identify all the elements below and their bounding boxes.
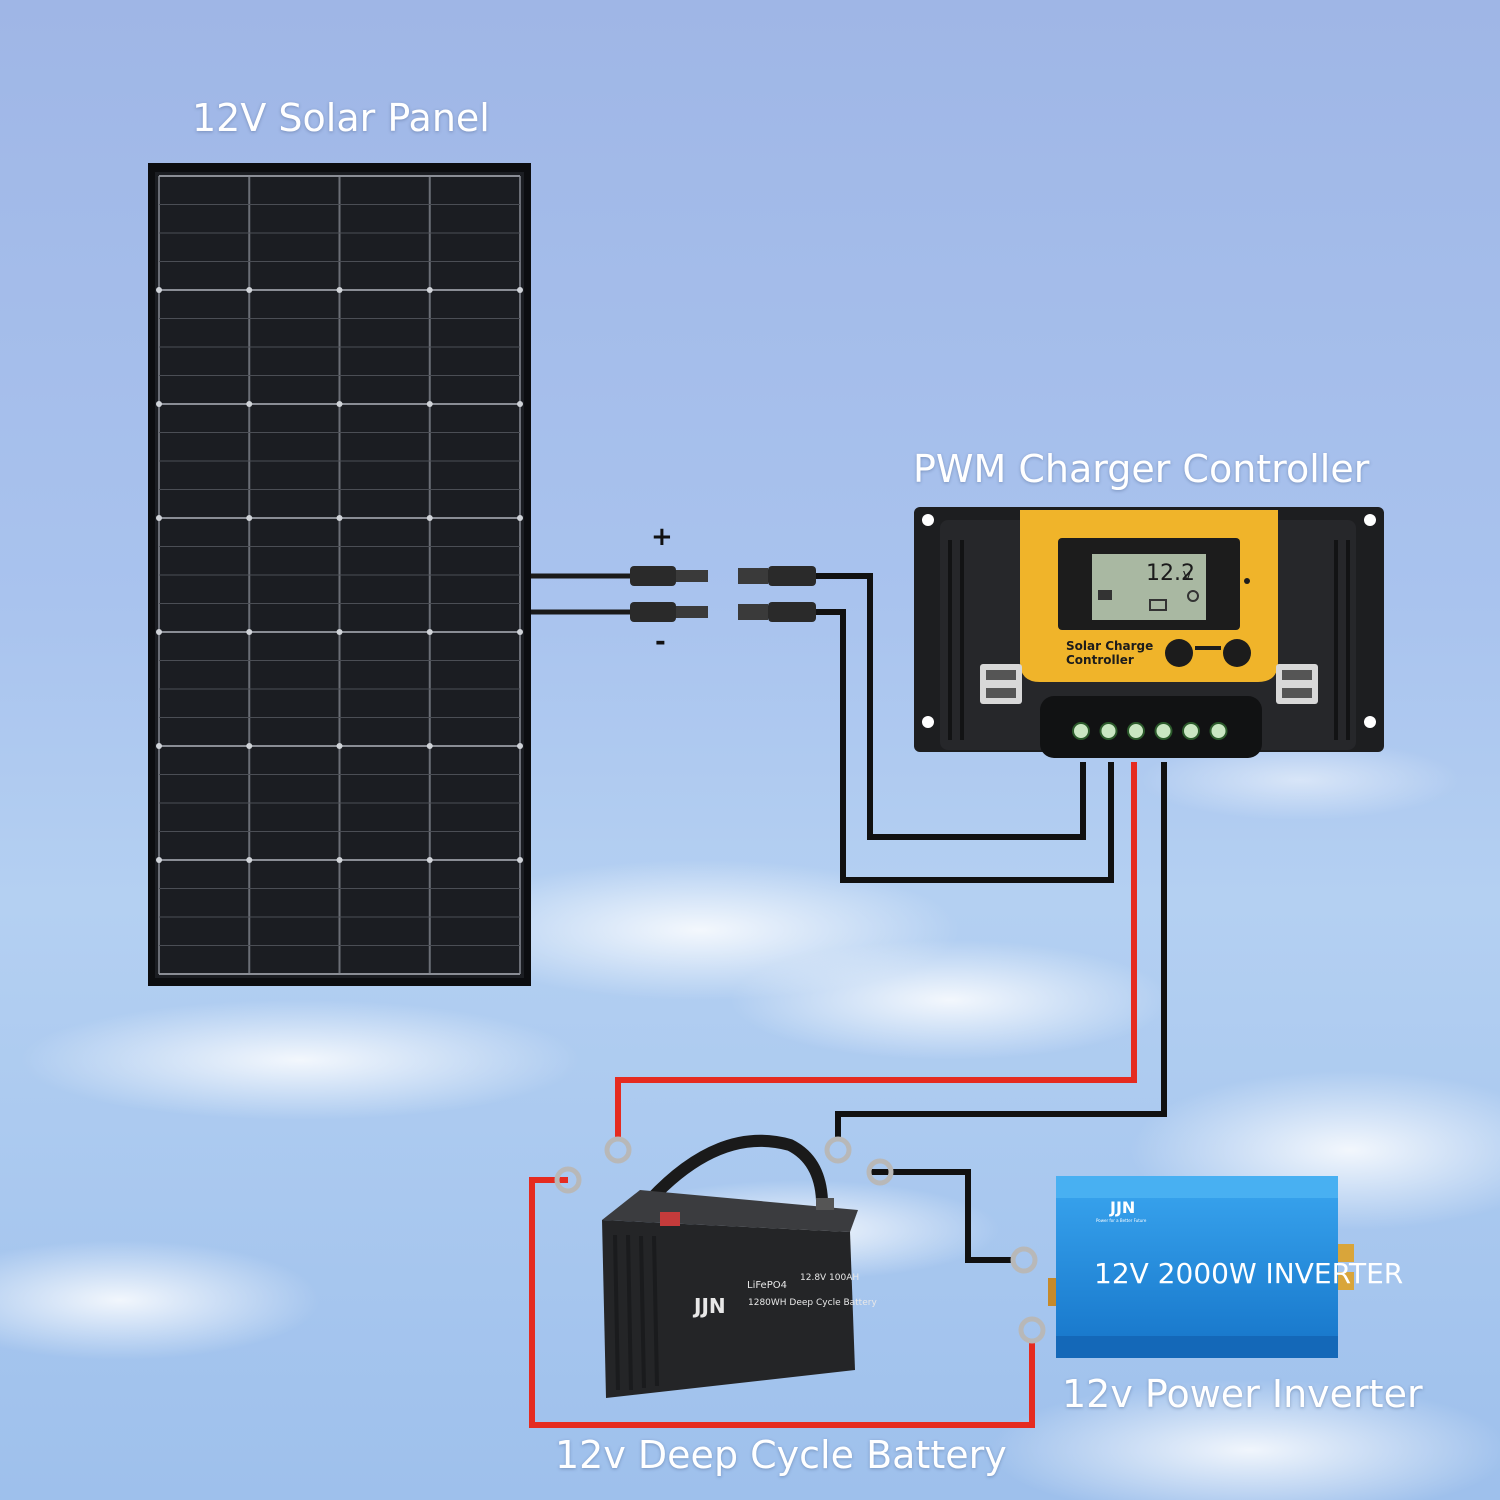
battery-chemistry: LiFePO4 (747, 1280, 787, 1291)
battery-rating: 12.8V 100AH (800, 1273, 859, 1283)
battery-description: 1280WH Deep Cycle Battery (748, 1298, 877, 1308)
terminal-block (1040, 696, 1262, 758)
battery-icon (1149, 599, 1167, 611)
battery-negative-terminal (816, 1198, 834, 1210)
solar-panel (148, 163, 531, 986)
terminal-screws (1072, 722, 1228, 740)
terminal-screw (1182, 722, 1200, 740)
mc4-connector-positive-female (738, 566, 816, 586)
inverter-tagline: Power for a Better Future (1096, 1218, 1147, 1223)
mc4-connector-positive-male (630, 566, 708, 586)
inverter-brand: JJN (1109, 1198, 1135, 1217)
wire-battery-to-inverter (529, 1158, 1046, 1428)
terminal-screw (1209, 722, 1228, 740)
terminal-screw (1099, 722, 1118, 740)
cloud-layer (0, 740, 1500, 1500)
controller-face-line2: Controller (1066, 653, 1134, 667)
charge-controller: 12.2 V Solar Charge Controller (914, 507, 1384, 758)
status-led (1244, 578, 1250, 584)
solar-panel-label: 12V Solar Panel (192, 96, 490, 140)
negative-polarity-mark: - (655, 627, 666, 657)
terminal-screw (1154, 722, 1173, 740)
bulb-icon (1187, 590, 1199, 602)
inverter-ac-outlet (1338, 1272, 1354, 1290)
battery-label: 12v Deep Cycle Battery (555, 1433, 1007, 1477)
positive-polarity-mark: + (651, 522, 673, 552)
controller-vents (948, 540, 1350, 740)
usb-ports-right (1276, 664, 1318, 704)
wire-controller-to-battery (604, 762, 1167, 1164)
controller-label: PWM Charger Controller (913, 447, 1370, 491)
battery-positive-terminal (660, 1212, 680, 1226)
terminal-screw (1127, 722, 1145, 740)
power-inverter: JJN Power for a Better Future 12V 2000W … (1048, 1176, 1403, 1358)
usb-ports-left (980, 664, 1022, 704)
solar-icon (1098, 590, 1112, 600)
set-button[interactable] (1223, 639, 1251, 667)
mc4-connector-negative-male (630, 602, 708, 622)
controller-face-line1: Solar Charge (1066, 639, 1153, 653)
deep-cycle-battery: JJN LiFePO4 12.8V 100AH 1280WH Deep Cycl… (602, 1134, 877, 1398)
inverter-label: 12v Power Inverter (1062, 1372, 1423, 1416)
terminal-screw (1072, 722, 1090, 740)
inverter-ac-outlet (1338, 1244, 1354, 1262)
menu-button[interactable] (1165, 639, 1193, 667)
inverter-model-text: 12V 2000W INVERTER (1094, 1257, 1403, 1290)
panel-leads (531, 573, 640, 615)
battery-brand: JJN (692, 1294, 726, 1318)
wire-panel-to-controller (816, 573, 1114, 883)
mc4-connector-negative-female (738, 602, 816, 622)
solar-cells-grid (156, 175, 523, 975)
battery-handle (645, 1134, 828, 1205)
lcd-unit: V (1183, 569, 1192, 583)
lcd-reading: 12.2 (1146, 561, 1195, 586)
battery-ribs (613, 1234, 659, 1391)
